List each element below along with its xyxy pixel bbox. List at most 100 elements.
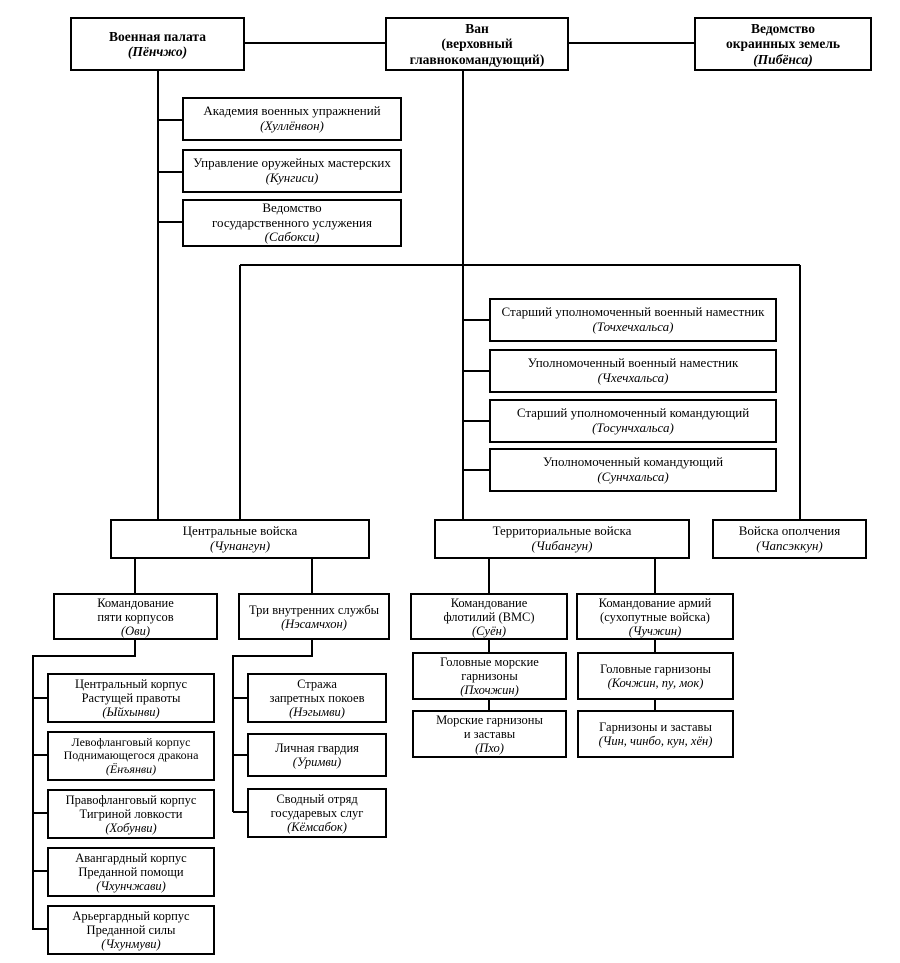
node-senior-military-governor[interactable]: Старший уполномоченный военный наместник… (489, 298, 777, 342)
node-military-chamber-line1: Военная палата (109, 28, 206, 44)
node-head-naval-garrisons-romanization: (Пхочжин) (460, 683, 519, 697)
node-five-corps-command-line1: Командование (97, 595, 174, 610)
node-garrisons-outposts-line1: Гарнизоны и заставы (599, 720, 712, 734)
node-naval-garrisons-line2: и заставы (463, 727, 516, 741)
node-servants-detachment[interactable]: Сводный отряд государевых слуг (Кёмсабок… (247, 788, 387, 838)
node-corps-rear-romanization: (Чхунмуви) (101, 937, 161, 951)
node-corps-right[interactable]: Правофланговый корпус Тигриной ловкости … (47, 789, 215, 839)
node-servants-detachment-line2: государевых слуг (270, 806, 364, 820)
node-senior-military-governor-romanization: (Точхечхальса) (592, 319, 674, 334)
node-five-corps-command[interactable]: Командование пяти корпусов (Ови) (53, 593, 218, 640)
node-forbidden-quarters-guard-line2: запретных покоев (269, 691, 365, 705)
node-territorial-troops-line1: Территориальные войска (492, 523, 632, 539)
node-five-corps-command-romanization: (Ови) (120, 623, 151, 638)
node-corps-vanguard[interactable]: Авангардный корпус Преданной помощи (Чху… (47, 847, 215, 897)
node-personal-guard[interactable]: Личная гвардия (Уримви) (247, 733, 387, 777)
node-five-corps-command-line2: пяти корпусов (97, 609, 174, 624)
node-head-naval-garrisons-line2: гарнизоны (461, 669, 518, 683)
node-head-garrisons-line1: Головные гарнизоны (600, 662, 711, 676)
node-corps-left-line2: Поднимающегося дракона (63, 748, 199, 763)
node-senior-military-governor-line1: Старший уполномоченный военный наместник (501, 304, 765, 320)
node-corps-rear[interactable]: Арьергардный корпус Преданной силы (Чхун… (47, 905, 215, 955)
node-wang-line1: Ван (465, 21, 489, 37)
node-armory[interactable]: Управление оружейных мастерских (Кунгиси… (182, 149, 402, 193)
node-corps-center-line1: Центральный корпус (74, 677, 188, 691)
node-senior-commander[interactable]: Старший уполномоченный командующий (Тосу… (489, 399, 777, 443)
node-armory-line1: Управление оружейных мастерских (193, 155, 391, 171)
node-corps-left[interactable]: Левофланговый корпус Поднимающегося драк… (47, 731, 215, 781)
node-corps-center-line2: Растущей правоты (81, 691, 181, 705)
node-army-command-romanization: (Чучжин) (628, 623, 682, 638)
node-armory-romanization: (Кунгиси) (265, 170, 319, 185)
node-navy-command-romanization: (Суён) (472, 623, 506, 638)
node-navy-command-line2: флотилий (ВМС) (443, 609, 535, 624)
node-corps-center[interactable]: Центральный корпус Растущей правоты (Ыйх… (47, 673, 215, 723)
node-naval-garrisons-line1: Морские гарнизоны (436, 713, 543, 727)
node-garrisons-outposts[interactable]: Гарнизоны и заставы (Чин, чинбо, кун, хё… (577, 710, 734, 758)
node-academy-line1: Академия военных упражнений (203, 103, 381, 119)
node-senior-commander-romanization: (Тосунчхальса) (592, 420, 674, 435)
node-wang-line3: главнокомандующий) (409, 51, 545, 67)
node-army-command-line2: (сухопутные войска) (600, 609, 710, 624)
node-forbidden-quarters-guard-romanization: (Нэгымви) (289, 705, 345, 719)
node-militia-troops-romanization: (Чапсэккун) (756, 538, 823, 553)
node-corps-right-line2: Тигриной ловкости (79, 807, 183, 821)
node-corps-vanguard-line2: Преданной помощи (78, 865, 184, 879)
node-corps-right-line1: Правофланговый корпус (65, 793, 197, 807)
node-military-governor[interactable]: Уполномоченный военный наместник (Чхечха… (489, 349, 777, 393)
node-central-troops[interactable]: Центральные войска (Чунангун) (110, 519, 370, 559)
node-navy-command[interactable]: Командование флотилий (ВМС) (Суён) (410, 593, 568, 640)
node-senior-commander-line1: Старший уполномоченный командующий (516, 405, 750, 421)
node-three-inner-services-line1: Три внутренних службы (248, 602, 380, 617)
node-corps-vanguard-line1: Авангардный корпус (75, 851, 187, 865)
node-wang[interactable]: Ван (верховный главнокомандующий) (385, 17, 569, 71)
node-commander-romanization: (Сунчхальса) (597, 469, 669, 484)
node-commander-line1: Уполномоченный командующий (542, 454, 724, 470)
node-militia-troops-line1: Войска ополчения (738, 523, 841, 539)
node-servants-detachment-line1: Сводный отряд (276, 792, 358, 806)
node-military-chamber[interactable]: Военная палата (Пёнчжо) (70, 17, 245, 71)
node-central-troops-romanization: (Чунангун) (209, 538, 271, 553)
node-navy-command-line1: Командование (450, 595, 528, 610)
node-central-troops-line1: Центральные войска (182, 523, 298, 539)
node-naval-garrisons[interactable]: Морские гарнизоны и заставы (Пхо) (412, 710, 567, 758)
node-three-inner-services-romanization: (Нэсамчхон) (281, 616, 347, 631)
node-territorial-troops[interactable]: Территориальные войска (Чибангун) (434, 519, 690, 559)
node-state-service-line2: государственного услужения (211, 214, 372, 230)
node-personal-guard-line1: Личная гвардия (275, 741, 359, 755)
node-forbidden-quarters-guard[interactable]: Стража запретных покоев (Нэгымви) (247, 673, 387, 723)
node-military-chamber-romanization: (Пёнчжо) (127, 44, 188, 59)
node-commander[interactable]: Уполномоченный командующий (Сунчхальса) (489, 448, 777, 492)
node-state-service-romanization: (Сабокси) (264, 229, 320, 245)
node-territorial-troops-romanization: (Чибангун) (531, 538, 593, 553)
node-corps-right-romanization: (Хобунви) (105, 821, 157, 835)
node-frontier-office-line2: окраинных земель (725, 36, 841, 52)
node-frontier-office-line1: Ведомство (751, 21, 815, 37)
node-academy[interactable]: Академия военных упражнений (Хуллёнвон) (182, 97, 402, 141)
node-military-governor-romanization: (Чхечхальса) (597, 370, 669, 385)
node-naval-garrisons-romanization: (Пхо) (475, 741, 504, 755)
node-military-governor-line1: Уполномоченный военный наместник (527, 355, 739, 371)
node-army-command-line1: Командование армий (598, 595, 712, 610)
node-corps-rear-line1: Арьергардный корпус (72, 909, 190, 923)
node-frontier-office[interactable]: Ведомство окраинных земель (Пибёнса) (694, 17, 872, 71)
node-militia-troops[interactable]: Войска ополчения (Чапсэккун) (712, 519, 867, 559)
node-wang-line2: (верховный (441, 36, 513, 52)
node-corps-center-romanization: (Ыйхынви) (102, 705, 160, 719)
node-three-inner-services[interactable]: Три внутренних службы (Нэсамчхон) (238, 593, 390, 640)
node-corps-vanguard-romanization: (Чхунчжави) (96, 879, 166, 893)
node-corps-left-line1: Левофланговый корпус (71, 734, 191, 749)
node-state-service-line1: Ведомство (262, 200, 322, 216)
node-head-garrisons[interactable]: Головные гарнизоны (Кочжин, пу, мок) (577, 652, 734, 700)
node-servants-detachment-romanization: (Кёмсабок) (287, 820, 347, 834)
node-personal-guard-romanization: (Уримви) (292, 755, 342, 769)
node-head-naval-garrisons-line1: Головные морские (440, 655, 539, 669)
node-state-service[interactable]: Ведомство государственного услужения (Са… (182, 199, 402, 247)
node-corps-rear-line2: Преданной силы (86, 923, 176, 937)
node-army-command[interactable]: Командование армий (сухопутные войска) (… (576, 593, 734, 640)
node-frontier-office-romanization: (Пибёнса) (753, 51, 813, 67)
node-head-naval-garrisons[interactable]: Головные морские гарнизоны (Пхочжин) (412, 652, 567, 700)
wire-threeservices-jog (232, 640, 313, 812)
node-forbidden-quarters-guard-line1: Стража (297, 677, 337, 691)
